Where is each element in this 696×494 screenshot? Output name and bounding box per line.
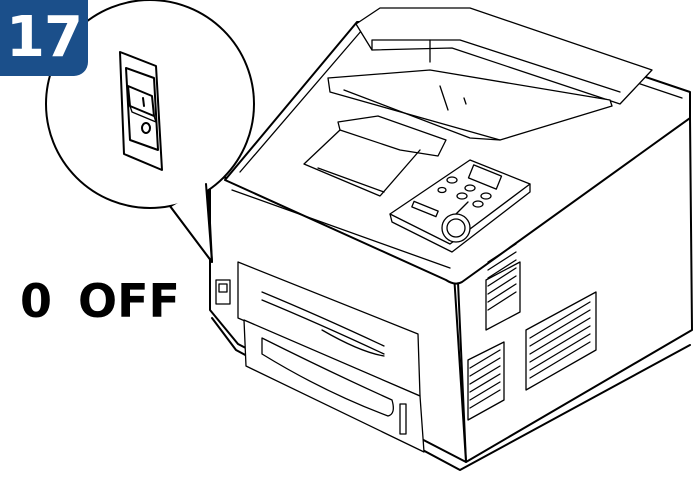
panel-button [481,193,491,199]
paper-level-indicator [400,404,406,434]
step-number-badge: 17 [0,0,88,76]
switch-on-mark [143,98,144,106]
switch-off-label: 0 OFF [20,274,180,328]
power-switch-zoomed [120,52,162,170]
power-dial [442,214,470,242]
panel-button [438,188,446,193]
switch-off-text: OFF [78,274,180,328]
printer-illustration [210,8,692,470]
panel-button [457,193,467,199]
panel-button [473,201,483,207]
panel-button [465,185,475,191]
panel-button [447,177,457,183]
switch-off-symbol: 0 [20,274,52,328]
